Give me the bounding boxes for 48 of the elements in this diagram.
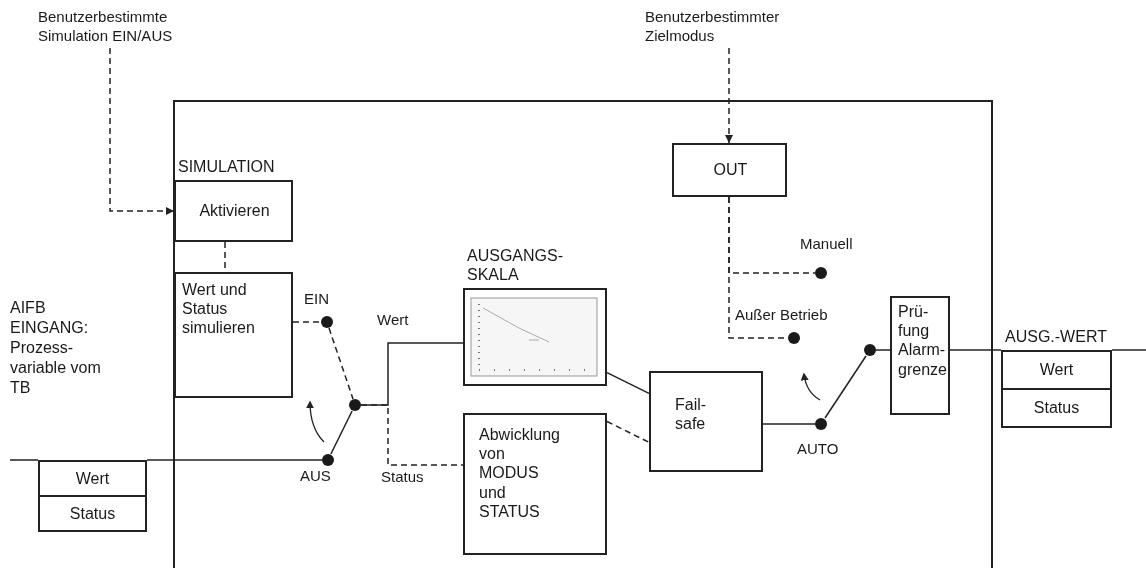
- input-note: Benutzerbestimmter Zielmodus: [645, 8, 805, 46]
- switch-contact: [349, 399, 361, 411]
- block-heading: SIMULATION: [178, 156, 276, 176]
- block-heading: AUSG.-WERT: [1005, 326, 1108, 346]
- box-text: Wert und Status simulieren: [182, 280, 256, 338]
- box-text: OUT: [713, 160, 748, 180]
- switch-position-label: AUTO: [797, 440, 839, 457]
- row-label: Wert: [1039, 361, 1074, 379]
- process-box: [174, 272, 293, 398]
- connector-line: [606, 371, 650, 395]
- arrow: [725, 47, 733, 144]
- value-status-table: [38, 460, 147, 532]
- box-text: Fail- safe: [675, 395, 708, 434]
- switch-contact: [864, 344, 876, 356]
- row-label: Status: [1033, 399, 1080, 417]
- switch-position-label: AUS: [300, 467, 331, 484]
- connector-line: [146, 459, 323, 461]
- process-box: [890, 296, 950, 415]
- switch-position-label: Außer Betrieb: [735, 306, 828, 323]
- box-text: Aktivieren: [199, 201, 270, 221]
- process-box: [649, 371, 763, 472]
- block-heading: AUSGANGS- SKALA: [467, 245, 564, 284]
- connector-line: [949, 349, 1002, 351]
- connector-line: [292, 321, 322, 323]
- connector-line: [330, 410, 353, 455]
- box-text: Abwicklung von MODUS und STATUS: [479, 425, 561, 521]
- row-label: Wert: [75, 469, 110, 488]
- connector-line: [875, 349, 891, 351]
- switch-contact: [815, 267, 827, 279]
- row-label: Status: [69, 504, 116, 523]
- switch-contact: [788, 332, 800, 344]
- switch-contact: [815, 418, 827, 430]
- process-box: [672, 143, 787, 197]
- connector-line: [360, 404, 464, 466]
- arrow: [109, 47, 175, 215]
- input-note: Benutzerbestimmte Simulation EIN/AUS: [38, 8, 198, 46]
- input-note: AIFB EINGANG: Prozess- variable vom TB: [10, 298, 102, 398]
- connector-line: [606, 420, 650, 444]
- process-box: [463, 413, 607, 555]
- connector-line: [824, 355, 867, 419]
- box-text: Prü- fung Alarm- grenze: [898, 302, 948, 379]
- switch-position-label: Manuell: [800, 235, 853, 252]
- switch-contact: [321, 316, 333, 328]
- connector-line: [328, 327, 354, 400]
- switch-contact: [322, 454, 334, 466]
- switch-position-label: EIN: [304, 290, 329, 307]
- function-block-frame: [173, 100, 993, 568]
- connector-line: [762, 423, 816, 425]
